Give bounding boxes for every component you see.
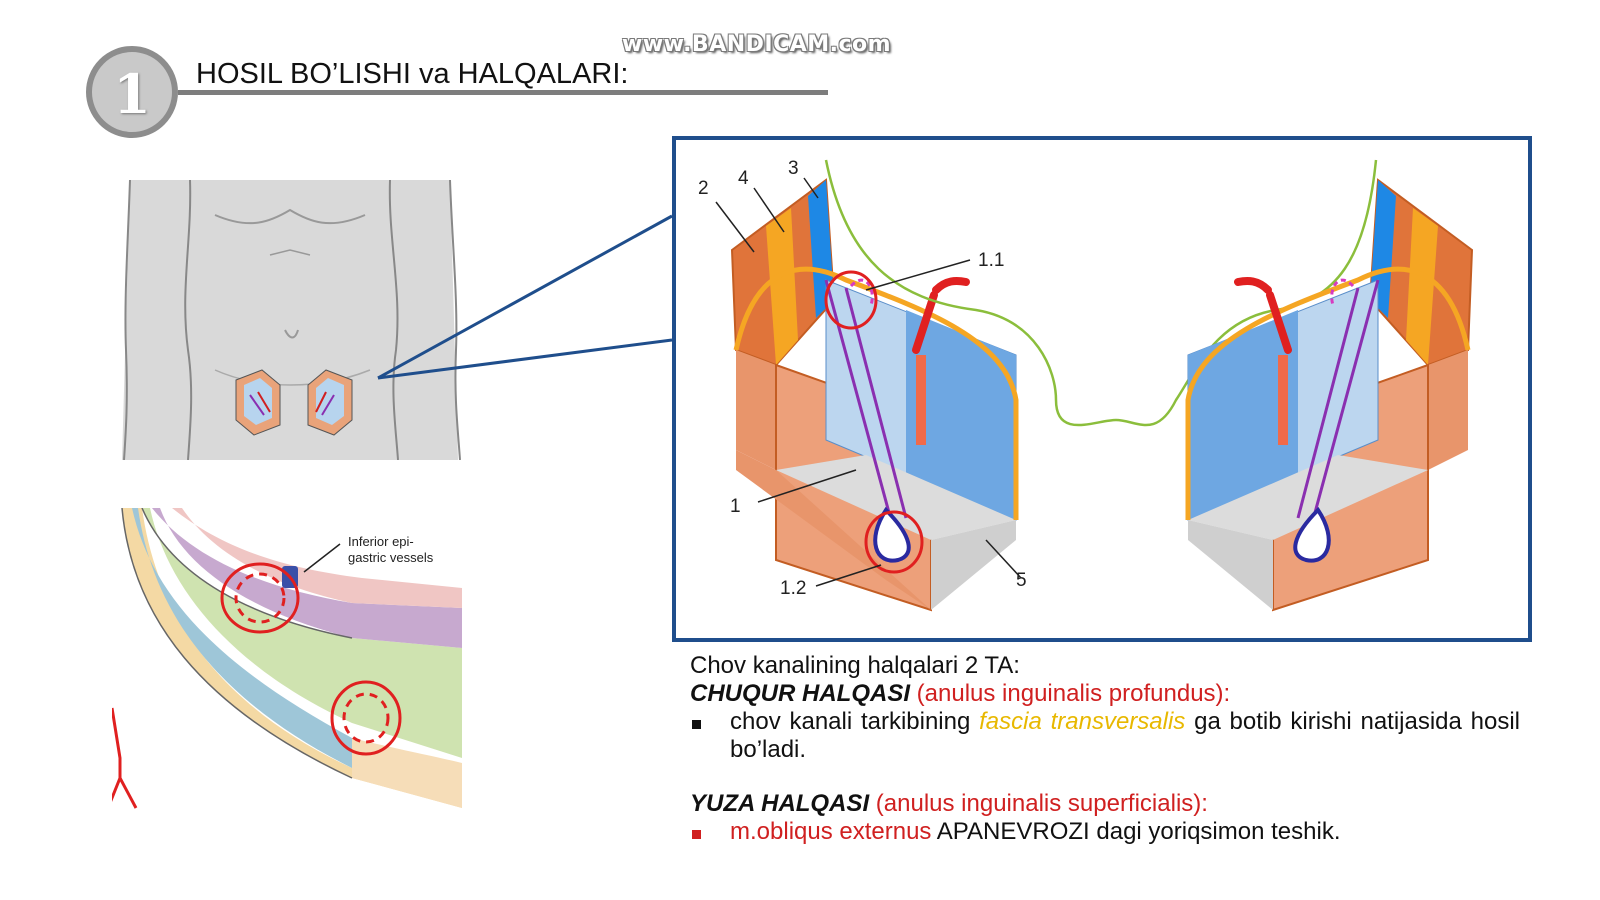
label-2: 2 xyxy=(698,178,709,199)
deep-ring-heading-line: CHUQUR HALQASI (anulus inguinalis profun… xyxy=(690,680,1520,708)
deep-ring-bullet: chov kanali tarkibining fascia transvers… xyxy=(690,708,1520,764)
title-underline xyxy=(178,90,828,95)
label-3: 3 xyxy=(788,158,799,179)
section-number-badge: 1 xyxy=(86,46,178,138)
text-content: Chov kanalining halqalari 2 TA: CHUQUR H… xyxy=(690,652,1520,846)
superficial-ring-circle xyxy=(330,680,402,756)
zoom-callout-lines xyxy=(377,214,673,380)
superficial-bullet-post: APANEVROZI dagi yoriqsimon teshik. xyxy=(931,818,1341,845)
superficial-ring-marker xyxy=(864,510,924,574)
inguinal-canal-diagram: 2 4 3 1.1 1 1.2 5 xyxy=(672,136,1532,642)
label-1: 1 xyxy=(730,496,741,517)
annotation-line-2: gastric vessels xyxy=(348,550,434,565)
superficial-ring-heading: YUZA HALQASI xyxy=(690,790,870,817)
deep-bullet-pre: chov kanali tarkibining xyxy=(730,708,971,735)
section-number: 1 xyxy=(113,62,151,126)
torso-illustration xyxy=(120,180,470,460)
bullet-square-icon xyxy=(692,720,701,729)
deep-bullet-post: ga botib kirishi natijasida hosil bo’lad… xyxy=(730,708,1521,763)
superficial-ring-heading-line: YUZA HALQASI (anulus inguinalis superfic… xyxy=(690,790,1520,818)
deep-ring-heading: CHUQUR HALQASI xyxy=(690,680,910,707)
right-canal-model xyxy=(1185,178,1474,612)
superficial-ring-latin: (anulus inguinalis superficialis): xyxy=(875,790,1208,817)
deep-ring-circle xyxy=(220,562,300,634)
bandicam-watermark: www.BANDICAM.com xyxy=(622,32,892,57)
bullet-square-red-icon xyxy=(692,830,701,839)
right-mini-canal xyxy=(307,369,353,436)
annotation-line-1: Inferior epi- xyxy=(348,534,414,549)
cross-section-illustration: Inferior epi- gastric vessels xyxy=(112,508,462,809)
label-4: 4 xyxy=(738,168,749,189)
fascia-transversalis-highlight: fascia transversalis xyxy=(979,708,1186,735)
label-1-2: 1.2 xyxy=(780,578,806,599)
deep-ring-latin: (anulus inguinalis profundus): xyxy=(916,680,1231,707)
label-5: 5 xyxy=(1016,570,1027,591)
left-mini-canal xyxy=(235,369,281,436)
deep-ring-marker xyxy=(824,270,878,330)
intro-line: Chov kanalining halqalari 2 TA: xyxy=(690,652,1020,679)
obliquus-externus-term: m.obliqus externus xyxy=(730,818,932,845)
left-canal-model xyxy=(730,178,1019,612)
label-1-1: 1.1 xyxy=(978,250,1004,271)
superficial-ring-bullet: m.obliqus externus APANEVROZI dagi yoriq… xyxy=(690,818,1520,846)
page-title: HOSIL BO’LISHI va HALQALARI: xyxy=(196,58,629,90)
